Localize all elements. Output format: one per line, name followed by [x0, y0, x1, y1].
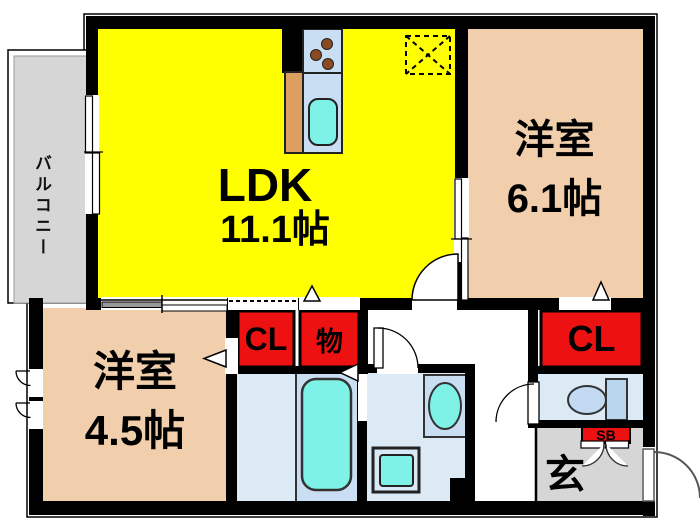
shoe-box-doors [580, 440, 630, 467]
ldk-size-label: 11.1帖 [220, 209, 330, 251]
bedroom-left-windows [15, 369, 43, 429]
balcony-label: バルコニー [32, 153, 51, 259]
bedroom-left-sliding-door [101, 295, 228, 313]
washbasin [428, 382, 462, 430]
ldk-door [411, 253, 459, 310]
room-bedroom-right-floor [466, 27, 645, 303]
bedroom-left-door [201, 338, 238, 374]
bedroom-left-size-label: 4.5帖 [84, 407, 186, 454]
kitchen-range-block [282, 29, 303, 73]
balcony-area [7, 49, 89, 304]
ldk-label: LDK [217, 159, 313, 211]
entrance-label: 玄 [545, 453, 585, 497]
toilet-bowl [567, 385, 607, 415]
kitchen-unit [282, 28, 343, 154]
doors-windows-layer [15, 95, 700, 502]
closet-hall-opening [228, 297, 298, 310]
refrigerator-space-icon [405, 35, 451, 75]
storage-opening [299, 284, 360, 310]
toilet-tank [605, 378, 628, 421]
kitchen-counter-edge [284, 71, 304, 154]
closet-bedroom-right-label: CL [567, 318, 616, 359]
room-bedroom-left-floor [41, 308, 229, 505]
shoe-box-label: SB [596, 427, 616, 443]
bedroom-right-size-label: 6.1帖 [506, 177, 603, 221]
bedroom-right-door [559, 280, 611, 310]
bedroom-right-label: 洋室 [514, 118, 595, 162]
kitchen-sink [308, 98, 338, 146]
room-ldk-floor [96, 27, 458, 303]
bedroom-left-label: 洋室 [92, 348, 177, 395]
front-door [642, 447, 700, 502]
toilet-door [495, 381, 540, 425]
walls-layer [29, 16, 655, 516]
bedroom-right-sliding-door [451, 178, 472, 301]
closet-bedroom-right-box [539, 309, 644, 369]
washroom-door [373, 327, 419, 374]
bathroom-door [338, 362, 367, 421]
stove-burners-icon [310, 38, 334, 70]
closet-hall-box [236, 309, 296, 369]
storage-label: 物 [316, 326, 343, 357]
front-door-arc [653, 451, 700, 499]
balcony-sliding-door [84, 95, 103, 215]
bathtub [300, 377, 353, 492]
pillar [450, 478, 472, 504]
closet-hall-label: CL [244, 320, 288, 357]
